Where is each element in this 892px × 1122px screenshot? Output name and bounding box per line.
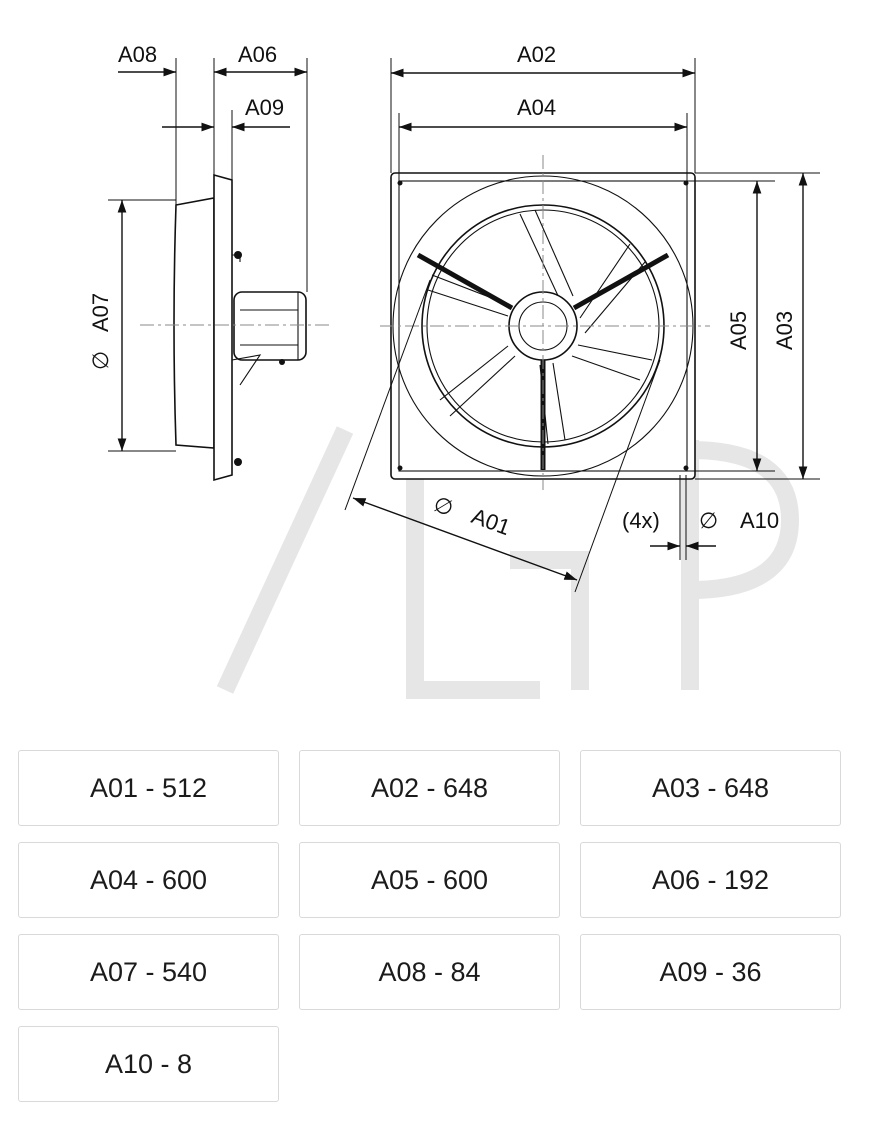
- dimension-cell-a07: A07 - 540: [18, 934, 279, 1010]
- label-a08: A08: [118, 42, 157, 67]
- dimension-cell-a01: A01 - 512: [18, 750, 279, 826]
- dimension-cell-a02: A02 - 648: [299, 750, 560, 826]
- dimension-cell-a10: A10 - 8: [18, 1026, 279, 1102]
- dimension-cell-a08: A08 - 84: [299, 934, 560, 1010]
- label-a03: A03: [772, 311, 797, 350]
- drawing-svg: A08 A06 A09 A02 A04 ∅ A07 A05 A03 ∅ A01 …: [88, 42, 820, 699]
- label-a02: A02: [517, 42, 556, 67]
- dimension-table: A01 - 512 A02 - 648 A03 - 648 A04 - 600 …: [18, 750, 841, 1102]
- side-view: [140, 173, 330, 482]
- label-a06: A06: [238, 42, 277, 67]
- label-a01-diameter: ∅: [430, 491, 457, 521]
- front-dimensions: [344, 58, 820, 593]
- dimension-cell-a09: A09 - 36: [580, 934, 841, 1010]
- dimension-cell-a05: A05 - 600: [299, 842, 560, 918]
- label-a05: A05: [726, 311, 751, 350]
- side-dimensions: [108, 58, 308, 452]
- label-count-4x: (4x): [622, 508, 660, 533]
- dimension-labels: A08 A06 A09 A02 A04 ∅ A07 A05 A03 ∅ A01 …: [88, 42, 797, 540]
- label-a07-diameter: ∅: [88, 351, 113, 370]
- label-a10-diameter: ∅: [699, 508, 718, 533]
- label-a07: A07: [88, 293, 113, 332]
- dimension-cell-a03: A03 - 648: [580, 750, 841, 826]
- label-a09: A09: [245, 95, 284, 120]
- label-a10: A10: [740, 508, 779, 533]
- dimension-cell-a04: A04 - 600: [18, 842, 279, 918]
- label-a01: A01: [468, 503, 513, 540]
- label-a04: A04: [517, 95, 556, 120]
- front-view: [380, 155, 710, 490]
- fan-technical-drawing: A08 A06 A09 A02 A04 ∅ A07 A05 A03 ∅ A01 …: [88, 42, 820, 699]
- dimension-cell-a06: A06 - 192: [580, 842, 841, 918]
